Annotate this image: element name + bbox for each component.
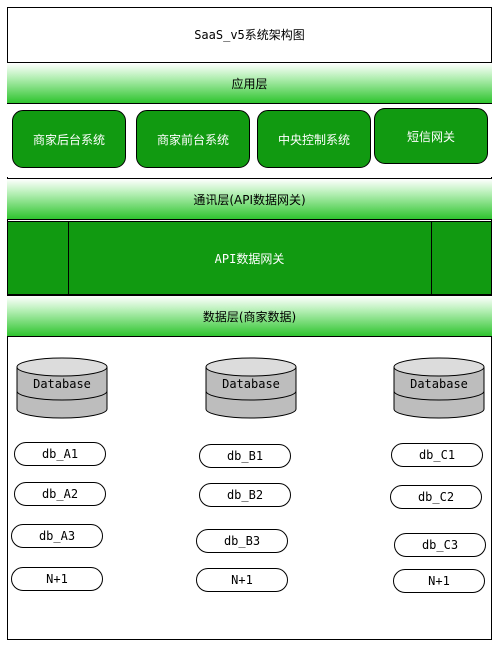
db-a1: db_A1 (14, 442, 106, 466)
sms-gateway: 短信网关 (374, 108, 488, 164)
database-icon-c: Database (393, 357, 485, 419)
database-icon-a: Database (16, 357, 108, 419)
db-b-n-plus-1: N+1 (196, 568, 288, 592)
diagram-title: SaaS_v5系统架构图 (7, 7, 492, 63)
db-a2: db_A2 (14, 482, 106, 506)
db-c2: db_C2 (390, 485, 482, 509)
database-label-b: Database (222, 377, 280, 391)
application-systems-area: 商家后台系统 商家前台系统 中央控制系统 短信网关 (7, 104, 492, 177)
db-a3: db_A3 (11, 524, 103, 548)
application-layer-band: 应用层 (7, 62, 492, 104)
db-a-n-plus-1: N+1 (11, 567, 103, 591)
api-gateway-row: API数据网关 (7, 221, 492, 295)
database-label-c: Database (410, 377, 468, 391)
database-icon-b: Database (205, 357, 297, 419)
api-gateway-label: API数据网关 (214, 251, 285, 266)
db-c3: db_C3 (394, 533, 486, 557)
gateway-right-divider (431, 222, 432, 294)
merchant-frontend-system: 商家前台系统 (136, 110, 250, 168)
db-b1: db_B1 (199, 444, 291, 468)
communication-layer-band: 通讯层(API数据网关) (7, 178, 492, 220)
data-layer-band: 数据层(商家数据) (7, 295, 492, 337)
database-label-a: Database (33, 377, 91, 391)
db-b2: db_B2 (199, 483, 291, 507)
db-c-n-plus-1: N+1 (393, 569, 485, 593)
central-control-system: 中央控制系统 (257, 110, 371, 168)
gateway-left-divider (68, 222, 69, 294)
db-b3: db_B3 (196, 529, 288, 553)
db-c1: db_C1 (391, 443, 483, 467)
merchant-backend-system: 商家后台系统 (12, 110, 126, 168)
